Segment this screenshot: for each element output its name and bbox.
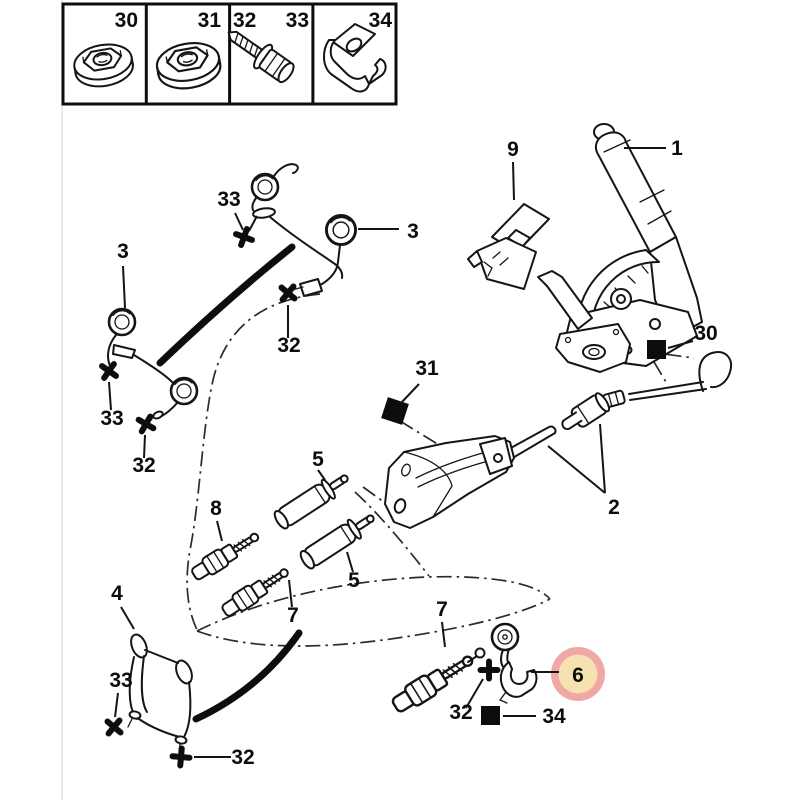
callout-5-bottom: 5: [348, 569, 360, 592]
cable-pulley: [490, 622, 520, 673]
legend-number-30: 30: [115, 9, 138, 32]
cable-guide-right: [250, 163, 358, 297]
callout-labels: 1 9 30 31 2 3 3 33 32 33 32 5 8 5 7 4 33…: [100, 137, 717, 769]
callout-9: 9: [507, 138, 519, 161]
legend-box: 30 31 32 33 34: [61, 2, 398, 106]
leader-lines: [108, 147, 694, 758]
callout-7-middle: 7: [287, 604, 299, 627]
callout-7-bottom: 7: [436, 598, 448, 621]
callout-32-bottom-left: 32: [231, 746, 254, 769]
front-cable: [561, 351, 732, 431]
cable-sleeve-top: [270, 466, 355, 533]
callout-32-top: 32: [277, 334, 300, 357]
cable-equalizer: [384, 425, 557, 529]
callout-30: 30: [694, 322, 717, 345]
part-6-highlight[interactable]: [551, 647, 605, 701]
cable-sleeve-bottom: [296, 506, 381, 573]
callout-2: 2: [608, 496, 620, 519]
fastener-squares: [381, 340, 666, 725]
callout-3-left: 3: [117, 240, 129, 263]
callout-33-top: 33: [217, 188, 240, 211]
legend-part-spring-clip: [323, 23, 387, 93]
legend-number-33: 33: [286, 9, 309, 32]
warning-switch-bracket: [467, 203, 550, 290]
callout-34: 34: [542, 705, 566, 728]
callout-33-bottom: 33: [109, 669, 132, 692]
cable-silhouette-arcs: [156, 243, 303, 723]
legend-number-34: 34: [369, 9, 393, 32]
callout-4: 4: [111, 582, 123, 605]
legend-number-31: 31: [198, 9, 222, 32]
callout-3-right: 3: [407, 220, 419, 243]
callout-33-left: 33: [100, 407, 123, 430]
cable-adjuster-7-middle: [218, 562, 294, 621]
callout-8: 8: [210, 497, 222, 520]
retaining-bracket-6: [498, 661, 538, 704]
callout-31: 31: [415, 357, 439, 380]
callout-32-left: 32: [132, 454, 155, 477]
callout-5-top: 5: [312, 448, 324, 471]
handbrake-lever-assembly: [537, 123, 703, 373]
callout-32-bottom-right: 32: [449, 701, 472, 724]
cable-adjuster-7-bottom: [388, 647, 486, 718]
wire-bracket: [127, 633, 193, 753]
cable-guide-left: [107, 307, 199, 424]
callout-6-highlighted[interactable]: 6: [572, 664, 584, 687]
legend-part-hex-screw: [227, 30, 295, 84]
legend-number-32: 32: [233, 9, 256, 32]
cable-adjuster-8: [188, 526, 264, 585]
callout-1: 1: [671, 137, 683, 160]
